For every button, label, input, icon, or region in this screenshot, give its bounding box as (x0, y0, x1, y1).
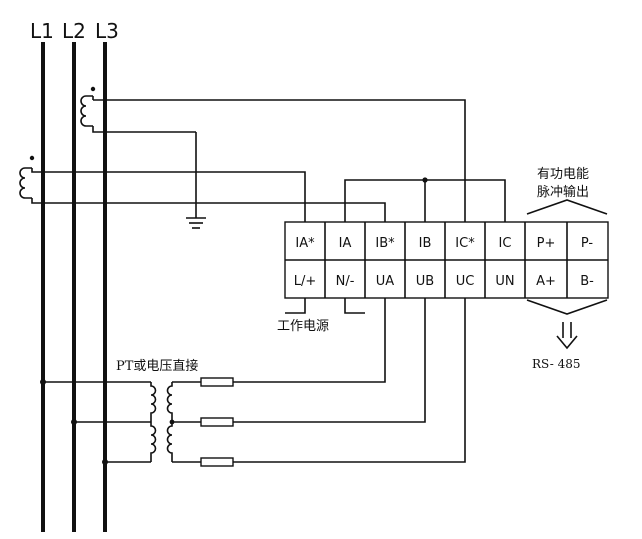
terminal-un: UN (495, 274, 514, 289)
ct-l3-polarity-dot (90, 86, 96, 92)
terminal-b-minus: B- (580, 274, 594, 289)
terminal-l-plus: L/+ (294, 274, 317, 289)
ct-l1 (19, 155, 306, 222)
terminal-p-plus: P+ (537, 236, 556, 251)
terminal-p-minus: P- (581, 236, 594, 251)
ground-icon (186, 132, 206, 229)
bus-label-l3: L3 (95, 19, 119, 43)
pt-primary-2 (150, 422, 157, 462)
fuse-ua (200, 377, 234, 387)
pt-label: PT或电压直接 (116, 358, 198, 374)
fuse-uc (200, 457, 234, 467)
ct-l3 (80, 86, 466, 222)
pulse-label-line1: 有功电能 (537, 167, 589, 182)
ct-l1-coil (19, 167, 32, 199)
power-supply-leads: 工作电源 (277, 298, 365, 334)
ct-l1-polarity-dot (29, 155, 35, 161)
terminal-ia-star: IA* (295, 236, 315, 251)
pt-primary-1 (150, 382, 157, 422)
terminal-ub: UB (416, 274, 434, 289)
rs485-label: RS- 485 (532, 357, 580, 371)
pt-secondary-2 (166, 422, 173, 462)
terminal-block: IA* IA IB* IB IC* IC P+ P- L/+ N/- UA UB… (284, 221, 609, 299)
down-arrow-icon (556, 322, 578, 350)
bus-bars: L1 L2 L3 (30, 19, 119, 532)
terminal-ia: IA (339, 236, 352, 251)
terminal-ua: UA (376, 274, 395, 289)
terminal-ic-star: IC* (455, 236, 475, 251)
pulse-output-label: 有功电能 脉冲输出 (526, 167, 608, 215)
pt-section: PT或电压直接 (40, 298, 466, 467)
pulse-bracket (526, 199, 608, 215)
terminal-ib-star: IB* (375, 236, 395, 251)
power-supply-label: 工作电源 (277, 319, 329, 334)
terminal-n-minus: N/- (336, 274, 355, 289)
terminal-uc: UC (456, 274, 475, 289)
ct-l3-coil (80, 95, 93, 127)
terminal-ib: IB (419, 236, 432, 251)
rs485-output: RS- 485 (526, 299, 608, 371)
current-wiring (196, 177, 506, 222)
pulse-label-line2: 脉冲输出 (537, 184, 589, 200)
bus-label-l1: L1 (30, 19, 54, 43)
pt-secondary-1 (166, 382, 173, 422)
terminal-ic: IC (499, 236, 512, 251)
fuse-ub (200, 417, 234, 427)
terminal-a-plus: A+ (536, 274, 556, 289)
bus-label-l2: L2 (62, 19, 86, 43)
rs485-bracket (526, 299, 608, 315)
